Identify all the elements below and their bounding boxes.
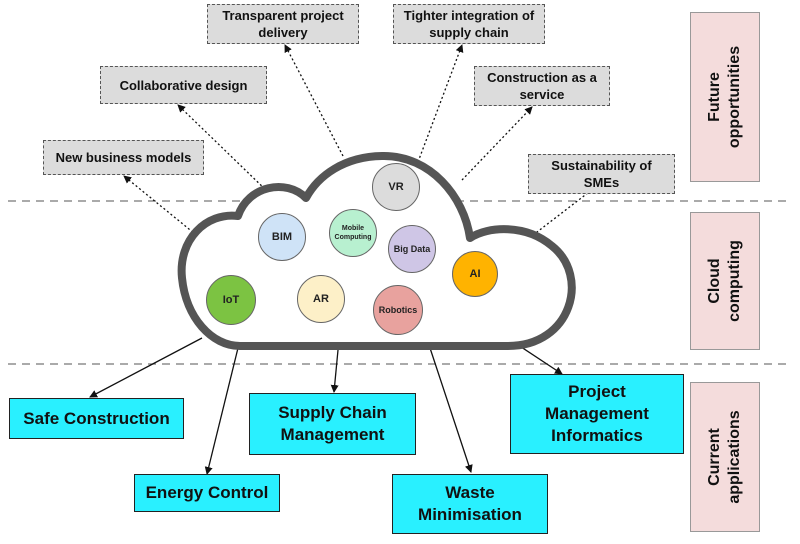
arrow-collaborative-design <box>177 104 269 193</box>
arrow-construction-service <box>461 106 533 181</box>
side-label-text: Future opportunities <box>706 45 743 149</box>
side-label-text: Cloud computing <box>706 240 743 322</box>
opportunity-label: Collaborative design <box>119 77 248 93</box>
opportunity-tighter-integration: Tighter integration of supply chain <box>393 4 545 44</box>
big-data-bubble: Big Data <box>388 225 436 273</box>
side-label-cloud-computing: Cloud computing <box>690 212 760 350</box>
tech-label: VR <box>388 181 404 193</box>
application-label: Waste Minimisation <box>418 483 522 524</box>
application-supply-chain-management: Supply Chain Management <box>249 393 416 455</box>
opportunity-transparent-project-delivery: Transparent project delivery <box>207 4 359 44</box>
opportunity-label: New business models <box>55 150 192 165</box>
iot-bubble: IoT <box>206 275 256 325</box>
application-energy-control: Energy Control <box>134 474 280 512</box>
ar-bubble: AR <box>297 275 345 323</box>
arrow-new-business-models <box>123 175 201 239</box>
opportunity-label: Construction as a service <box>487 70 597 102</box>
side-label-future-opportunities: Future opportunities <box>690 12 760 182</box>
tech-label: IoT <box>222 294 240 306</box>
opportunity-label: Transparent project delivery <box>222 8 344 40</box>
cloud-outline <box>177 152 576 350</box>
application-waste-minimisation: Waste Minimisation <box>392 474 548 534</box>
opportunity-sustainability-smes: Sustainability of SMEs <box>528 154 675 194</box>
tech-label: Robotics <box>378 305 418 315</box>
arrow-energy-control <box>204 347 239 475</box>
side-label-text: Current applications <box>706 410 743 504</box>
application-label: Safe Construction <box>23 408 170 428</box>
application-label: Project Management Informatics <box>545 382 649 445</box>
application-project-management-informatics: Project Management Informatics <box>510 374 684 454</box>
opportunity-construction-as-service: Construction as a service <box>474 66 610 106</box>
opportunity-label: Tighter integration of supply chain <box>403 8 535 40</box>
mobile-computing-bubble: Mobile Computing <box>329 209 377 257</box>
tech-label: BIM <box>271 231 293 243</box>
arrow-waste-minimisation <box>429 347 473 473</box>
arrow-tighter-integration <box>417 44 464 163</box>
arrow-transparent-delivery <box>284 44 344 157</box>
robotics-bubble: Robotics <box>373 285 423 335</box>
arrow-safe-construction <box>89 337 203 398</box>
vr-bubble: VR <box>372 163 420 211</box>
bim-bubble: BIM <box>258 213 306 261</box>
application-label: Energy Control <box>145 483 269 502</box>
opportunity-label: Sustainability of SMEs <box>551 158 652 190</box>
application-safe-construction: Safe Construction <box>9 398 184 439</box>
application-arrows <box>89 332 563 475</box>
side-label-current-applications: Current applications <box>690 382 760 532</box>
application-label: Supply Chain Management <box>278 403 387 444</box>
arrow-supply-chain <box>330 349 339 393</box>
ai-bubble: AI <box>452 251 498 297</box>
tech-label: AI <box>469 268 481 280</box>
tech-label: Big Data <box>393 244 431 254</box>
opportunity-collaborative-design: Collaborative design <box>100 66 267 104</box>
tech-label: AR <box>313 293 329 305</box>
opportunity-new-business-models: New business models <box>43 140 204 175</box>
tech-label: Mobile Computing <box>334 225 372 241</box>
